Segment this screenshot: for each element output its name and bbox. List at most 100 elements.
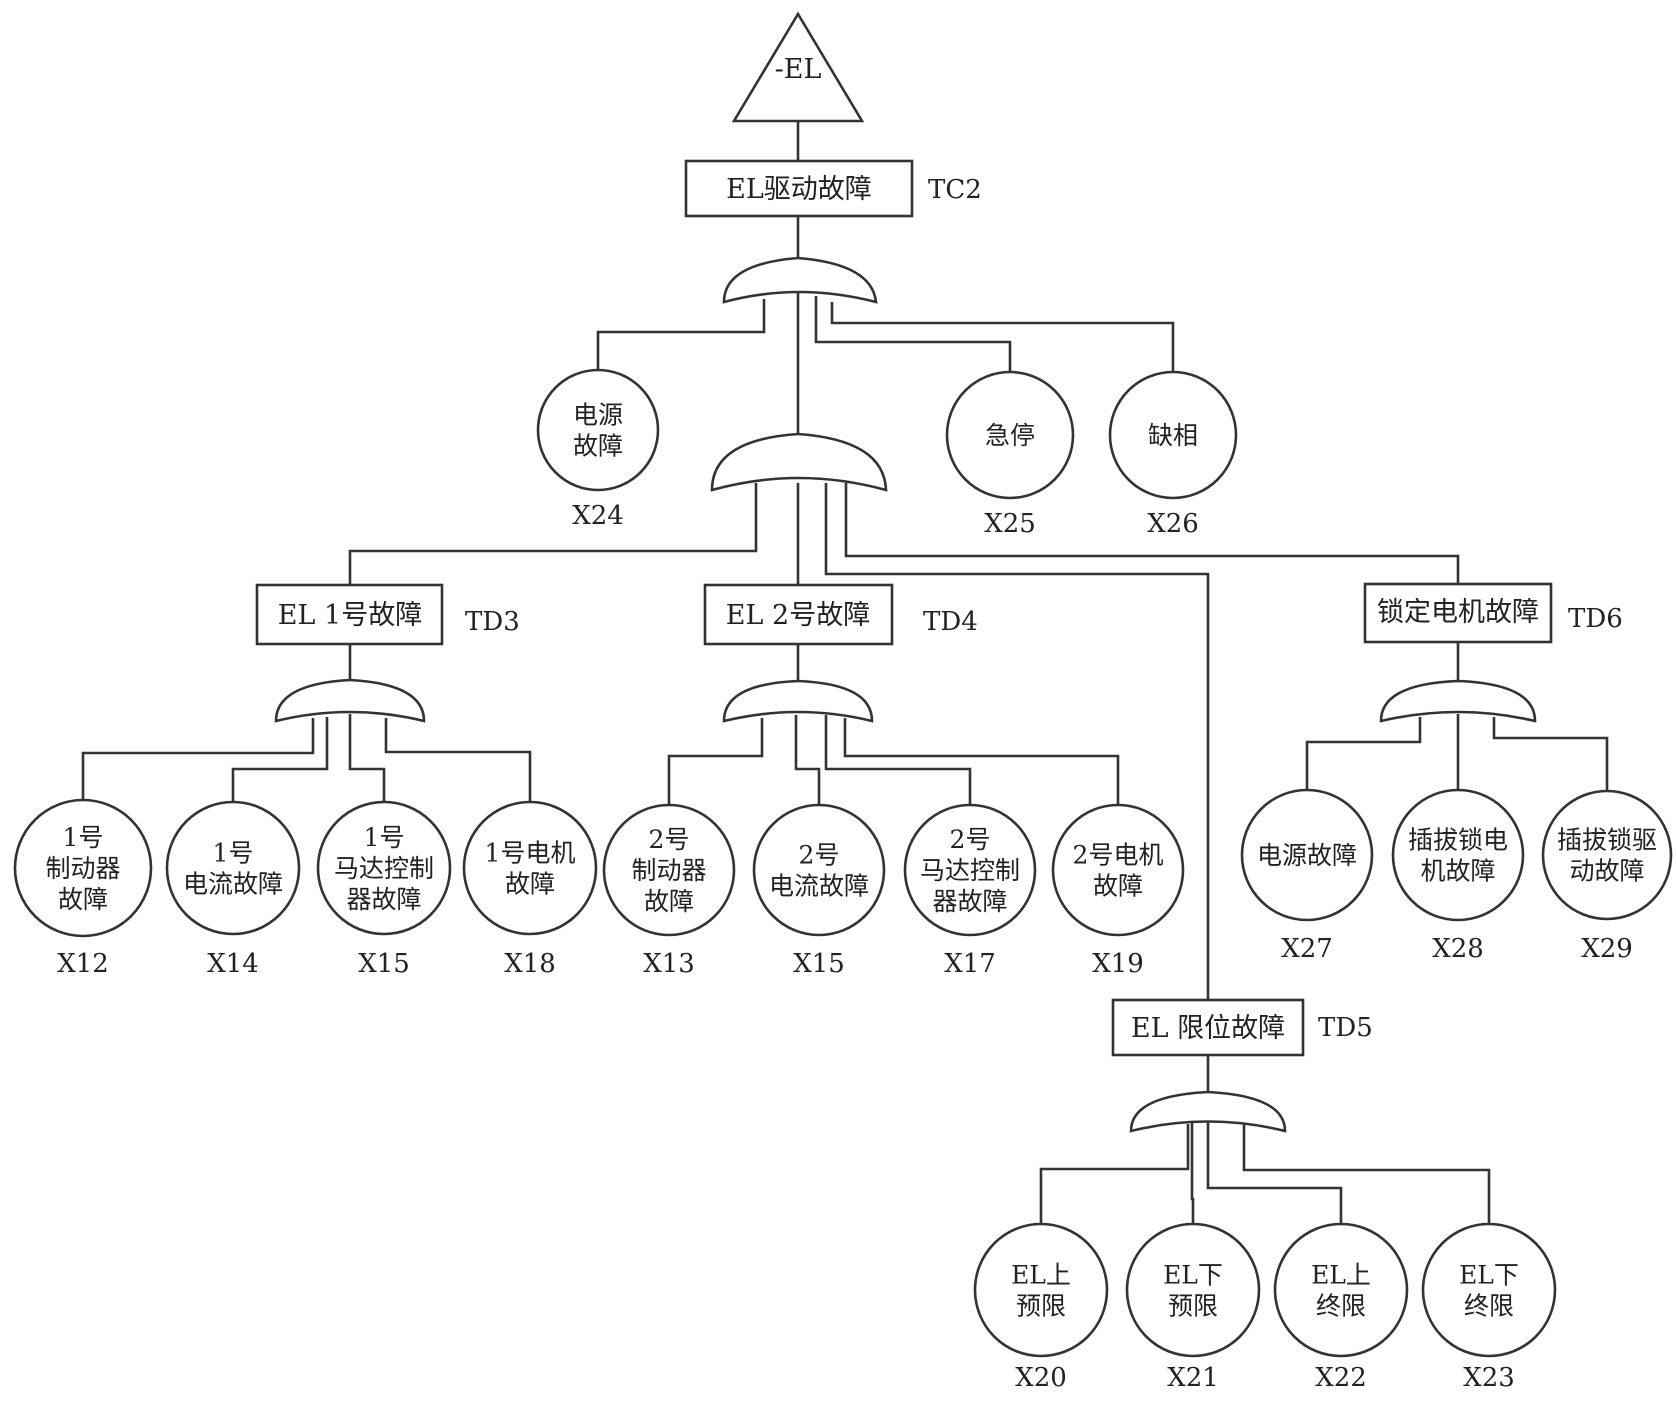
basic-event-code: X20: [1015, 1363, 1067, 1393]
basic-event-label: 电源故障: [1257, 841, 1357, 870]
basic-event-label: 故障: [1093, 872, 1143, 901]
or-gates: [274, 256, 1537, 1133]
basic-event-label: 终限: [1316, 1292, 1366, 1321]
event-code: TD4: [923, 607, 978, 637]
or-gate: [274, 678, 426, 723]
event-code: TC2: [928, 175, 982, 205]
basic-event-circle: [1421, 1222, 1557, 1358]
event-label: 锁定电机故障: [1377, 597, 1539, 628]
basic-event-label: 插拔锁电: [1408, 826, 1508, 855]
basic-event-circle: [1108, 370, 1238, 500]
event-td3: EL 1号故障 TD3: [255, 583, 520, 646]
event-td6: 锁定电机故障 TD6: [1363, 582, 1623, 644]
basic-event-label: EL下: [1459, 1261, 1519, 1290]
basic-event-circle: [462, 800, 598, 936]
basic-event-circle: [945, 370, 1075, 500]
basic-event-code: X22: [1315, 1363, 1367, 1393]
basic-event-label: 2号: [649, 825, 690, 854]
basic-event-x24: 电源故障 X24: [536, 368, 660, 531]
basic-event-circle: [602, 803, 736, 937]
basic-event-label: 机故障: [1420, 857, 1495, 886]
or-gate: [722, 679, 874, 723]
event-tc2: EL驱动故障 TC2: [684, 159, 982, 218]
basic-event-label: 故障: [505, 870, 555, 899]
event-label: EL 1号故障: [278, 600, 422, 631]
basic-event-circle: [316, 800, 452, 936]
basic-event-label: 缺相: [1148, 421, 1198, 450]
basic-event-label: 制动器: [631, 856, 706, 885]
basic-event-circle: [165, 800, 301, 936]
basic-event-label: 故障: [573, 432, 623, 461]
top-event-label: -EL: [775, 54, 822, 85]
basic-event-code: X18: [504, 949, 556, 979]
basic-event-code: X19: [1092, 949, 1144, 979]
basic-event-code: X27: [1281, 934, 1333, 964]
basic-event-code: X14: [207, 949, 259, 979]
basic-event-label: 马达控制: [920, 856, 1020, 885]
event-code: TD3: [465, 607, 520, 637]
basic-event-label: 2号电机: [1073, 841, 1164, 870]
basic-event-circle: [536, 368, 660, 492]
event-label: EL 限位故障: [1131, 1013, 1285, 1044]
basic-event-code: X17: [944, 949, 996, 979]
basic-event-circle: [1273, 1222, 1409, 1358]
basic-event-label: 1号: [213, 839, 254, 868]
basic-event-code: X23: [1463, 1363, 1515, 1393]
basic-event-code: X26: [1147, 509, 1199, 539]
basic-event-label: 1号: [364, 823, 405, 852]
basic-event-circle: [13, 798, 153, 938]
top-event: -EL: [731, 11, 865, 123]
basic-event-label: 1号电机: [485, 839, 576, 868]
basic-event-code: X24: [572, 501, 624, 531]
basic-event-label: 预限: [1016, 1292, 1066, 1321]
basic-event-label: 1号: [63, 823, 104, 852]
basic-event-label: 电流故障: [769, 872, 869, 901]
basic-event-code: X29: [1581, 934, 1633, 964]
or-gate: [1379, 679, 1537, 723]
basic-event-x27: 电源故障 X27: [1240, 788, 1374, 964]
basic-event-circle: [1541, 789, 1673, 921]
basic-event-code: X15: [358, 949, 410, 979]
basic-event-label: 马达控制: [334, 854, 434, 883]
basic-events: 电源故障X24急停X25缺相X261号制动器故障X121号电流故障X141号马达…: [13, 368, 1673, 1393]
basic-event-label: 2号: [799, 841, 840, 870]
or-gate: [710, 432, 888, 492]
basic-event-code: X12: [57, 949, 109, 979]
basic-event-label: 器故障: [932, 887, 1007, 916]
basic-event-label: EL上: [1011, 1261, 1071, 1290]
basic-event-label: EL下: [1163, 1261, 1223, 1290]
basic-event-circle: [1391, 788, 1525, 922]
basic-event-label: 预限: [1168, 1292, 1218, 1321]
basic-event-code: X15: [793, 949, 845, 979]
basic-event-label: 电流故障: [183, 870, 283, 899]
basic-event-label: 制动器: [45, 854, 120, 883]
basic-event-code: X21: [1167, 1363, 1219, 1393]
or-gate: [722, 256, 878, 304]
basic-event-label: 故障: [58, 885, 108, 914]
or-gate: [1129, 1090, 1287, 1133]
event-code: TD5: [1318, 1013, 1373, 1043]
event-code: TD6: [1568, 604, 1623, 634]
basic-event-label: 2号: [950, 825, 991, 854]
event-label: EL驱动故障: [726, 174, 872, 205]
connection-lines: [81, 121, 1609, 1224]
event-label: EL 2号故障: [726, 600, 870, 631]
basic-event-circle: [903, 803, 1037, 937]
basic-event-code: X13: [643, 949, 695, 979]
basic-event-label: 电源: [573, 401, 623, 430]
